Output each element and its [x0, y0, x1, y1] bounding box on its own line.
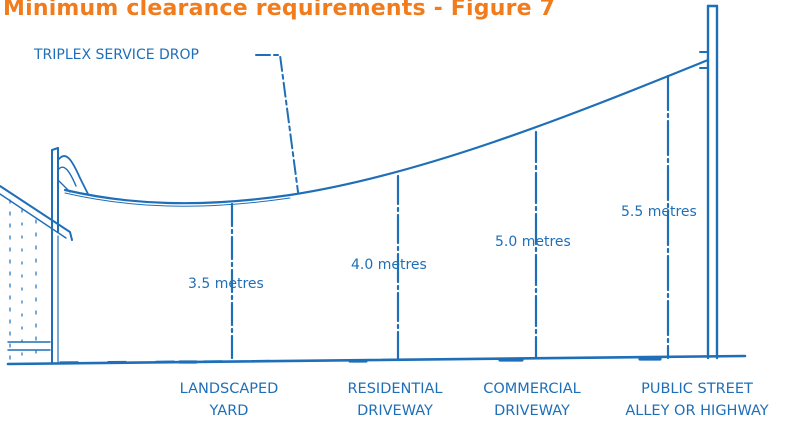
service-drop-line	[63, 58, 710, 205]
location-line-1: LANDSCAPED	[179, 381, 279, 397]
clearance-value-5-5: 5.5 metres	[621, 204, 697, 220]
location-line-1: PUBLIC STREET	[641, 381, 753, 397]
location-label-landscaped-yard: LANDSCAPED YARD	[180, 378, 279, 422]
location-line-2: DRIVEWAY	[357, 403, 433, 419]
location-label-public-street: PUBLIC STREET ALLEY OR HIGHWAY	[625, 378, 768, 422]
location-label-residential-driveway: RESIDENTIAL DRIVEWAY	[347, 378, 442, 422]
house-wall	[0, 147, 89, 363]
ground-line	[6, 354, 747, 366]
clearance-value-3-5: 3.5 metres	[188, 276, 264, 292]
clearance-value-4-0: 4.0 metres	[351, 257, 427, 273]
clearance-value-5-0: 5.0 metres	[495, 234, 571, 250]
triplex-service-drop-label: TRIPLEX SERVICE DROP	[34, 47, 199, 63]
location-line-1: COMMERCIAL	[483, 381, 581, 397]
location-line-2: DRIVEWAY	[494, 403, 570, 419]
location-line-2: ALLEY OR HIGHWAY	[625, 403, 769, 419]
callout-leader	[255, 54, 299, 193]
location-label-commercial-driveway: COMMERCIAL DRIVEWAY	[483, 378, 580, 422]
location-line-2: YARD	[209, 403, 249, 419]
location-line-1: RESIDENTIAL	[347, 381, 443, 397]
figure-title: Minimum clearance requirements - Figure …	[3, 0, 556, 21]
